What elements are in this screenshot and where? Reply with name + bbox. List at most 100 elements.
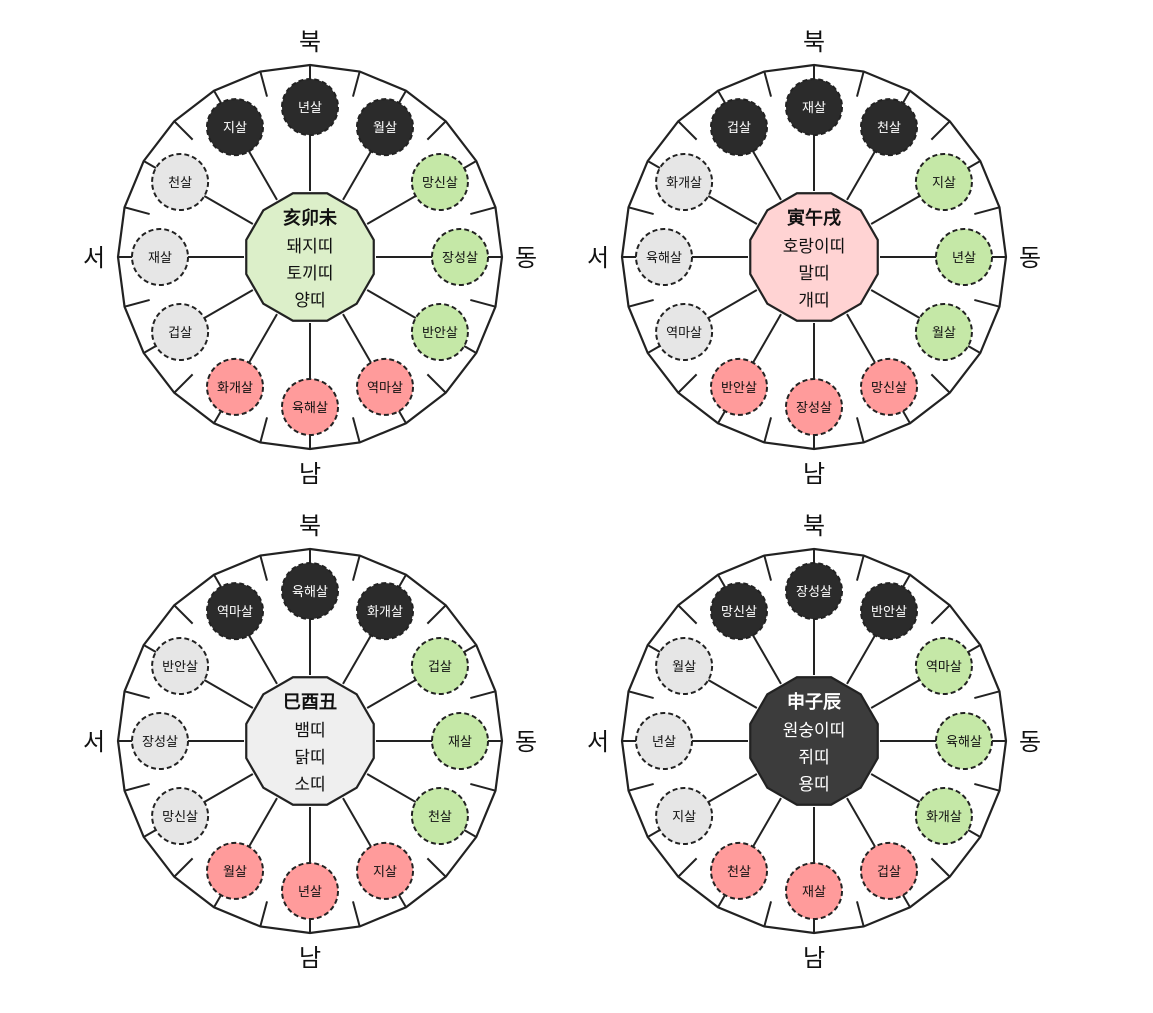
direction-north: 북 [299, 28, 321, 56]
direction-north: 북 [299, 512, 321, 540]
center-badge [749, 192, 879, 322]
ring-tick [173, 604, 194, 625]
sal-node-label: 육해살 [646, 251, 682, 266]
samhap-diagram: 재살천살지살년살월살망신살장성살반안살역마살육해살화개살겁살寅午戌호랑이띠말띠개… [587, 28, 1041, 488]
sal-node-gray [655, 787, 714, 845]
sal-node-label: 화개살 [926, 810, 962, 825]
center-zodiac-line: 돼지띠 [287, 237, 334, 257]
center-title: 寅午戌 [787, 207, 841, 229]
sal-node-label: 반안살 [721, 381, 757, 396]
sal-node-label: 지살 [223, 121, 247, 136]
ring-tick [470, 782, 496, 792]
ring-tick [855, 901, 865, 927]
sal-node-label: 겁살 [727, 121, 751, 136]
ring-tick [855, 555, 865, 581]
sal-node-green [914, 637, 973, 695]
center-zodiac-line: 원숭이띠 [783, 721, 846, 741]
sal-node-red [860, 841, 918, 900]
center-badge [245, 676, 375, 806]
direction-east: 동 [1019, 728, 1041, 756]
ring-tick [470, 206, 496, 216]
sal-node-red [206, 841, 264, 900]
samhap-diagram: 육해살화개살겁살재살천살지살년살월살망신살장성살반안살역마살巳酉丑뱀띠닭띠소띠북… [83, 512, 537, 972]
sal-node-label: 화개살 [367, 605, 403, 620]
sal-node-gray [131, 712, 189, 770]
sal-node-label: 망신살 [422, 176, 458, 191]
ring-tick [426, 604, 447, 625]
sal-node-label: 망신살 [162, 810, 198, 825]
ring-tick [763, 901, 773, 927]
ring-tick [351, 555, 361, 581]
sal-node-green [431, 712, 489, 770]
sal-node-green [431, 228, 489, 286]
sal-node-red [860, 357, 918, 416]
sal-node-dark [785, 78, 843, 136]
sal-node-label: 천살 [727, 865, 751, 880]
sal-node-gray [635, 228, 693, 286]
sal-node-label: 화개살 [666, 176, 702, 191]
sal-node-label: 장성살 [796, 401, 832, 416]
sal-node-label: 재살 [148, 251, 172, 266]
center-badge [749, 676, 879, 806]
ring-tick [259, 417, 269, 443]
sal-node-label: 장성살 [796, 585, 832, 600]
sal-node-label: 지살 [373, 865, 397, 880]
sal-node-dark [710, 582, 768, 641]
ring-tick [628, 206, 654, 216]
sal-node-label: 천살 [168, 176, 192, 191]
center-zodiac-line: 호랑이띠 [783, 237, 846, 257]
sal-node-label: 육해살 [946, 735, 982, 750]
sal-node-label: 지살 [672, 810, 696, 825]
sal-node-gray [635, 712, 693, 770]
sal-node-label: 망신살 [721, 605, 757, 620]
sal-node-label: 육해살 [292, 585, 328, 600]
sal-node-gray [655, 637, 714, 695]
sal-node-green [410, 303, 469, 361]
center-title: 亥卯未 [283, 207, 338, 229]
center-title: 申子辰 [787, 691, 841, 713]
sal-node-label: 망신살 [871, 381, 907, 396]
sal-node-gray [151, 787, 210, 845]
ring-tick [677, 604, 698, 625]
sal-node-label: 월살 [223, 865, 247, 880]
ring-tick [763, 417, 773, 443]
sal-node-dark [785, 562, 843, 620]
direction-north: 북 [803, 28, 825, 56]
center-badge [245, 192, 375, 322]
ring-tick [677, 120, 698, 141]
ring-tick [470, 690, 496, 700]
sal-node-label: 반안살 [871, 605, 907, 620]
sal-node-label: 겁살 [877, 865, 901, 880]
sal-node-label: 재살 [802, 101, 826, 116]
center-zodiac-line: 쥐띠 [798, 748, 829, 768]
center-zodiac-line: 양띠 [294, 291, 325, 311]
ring-tick [426, 373, 447, 394]
sal-node-label: 반안살 [162, 660, 198, 675]
ring-tick [855, 71, 865, 97]
sal-node-dark [860, 98, 918, 157]
ring-tick [628, 298, 654, 308]
sal-node-dark [206, 582, 264, 641]
sal-node-label: 화개살 [217, 381, 253, 396]
sal-node-label: 천살 [877, 121, 901, 136]
sal-node-dark [710, 98, 768, 157]
sal-node-dark [356, 582, 414, 641]
sal-node-dark [206, 98, 264, 157]
sal-node-label: 역마살 [367, 381, 403, 396]
ring-tick [974, 206, 1000, 216]
sal-node-gray [151, 637, 210, 695]
sal-node-green [410, 637, 469, 695]
direction-north: 북 [803, 512, 825, 540]
ring-tick [426, 120, 447, 141]
samhap-diagram: 년살월살망신살장성살반안살역마살육해살화개살겁살재살천살지살亥卯未돼지띠토끼띠양… [83, 28, 537, 488]
direction-south: 남 [803, 944, 825, 972]
ring-tick [628, 690, 654, 700]
direction-east: 동 [1019, 244, 1041, 272]
ring-tick [763, 71, 773, 97]
center-zodiac-line: 소띠 [294, 775, 325, 795]
ring-tick [974, 782, 1000, 792]
ring-tick [930, 857, 951, 878]
sal-node-red [785, 862, 843, 920]
ring-tick [470, 298, 496, 308]
